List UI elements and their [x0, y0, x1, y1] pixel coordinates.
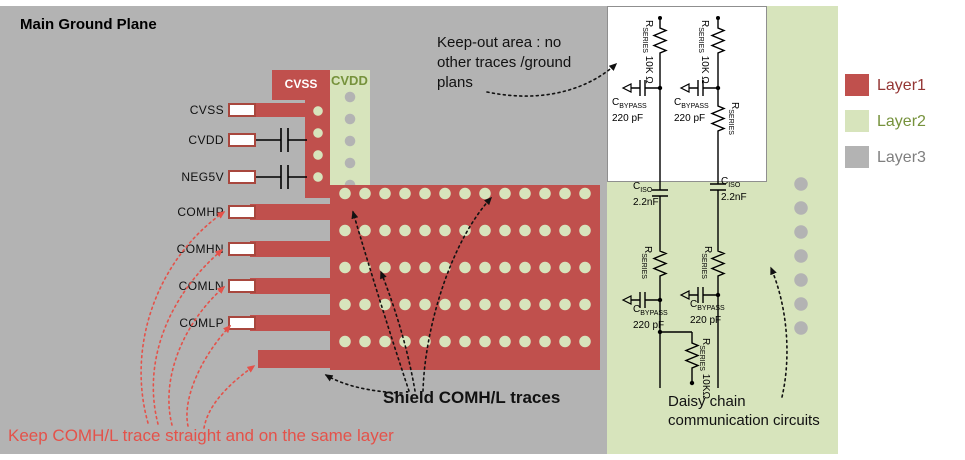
r-series-bottom-label: RSERIES 10KΩ — [698, 338, 711, 399]
r-series-10k-label: RSERIES 10K Ω — [697, 20, 710, 84]
series-capacitor-icon — [652, 183, 726, 197]
resistor-icon — [684, 340, 700, 372]
cap-arrow-icon — [679, 290, 690, 300]
r-series-label: RSERIES — [640, 246, 653, 279]
decoupling-capacitor-icons — [256, 128, 307, 189]
r-series-label: RSERIES — [700, 246, 713, 279]
layer2-region — [607, 182, 767, 454]
resistor-icon — [652, 25, 668, 57]
shield-via-row — [335, 259, 595, 276]
pin-label-comhn: COMHN — [176, 242, 224, 256]
keepout-arrow — [486, 62, 618, 97]
resistor-icon — [710, 103, 726, 135]
daisy-arrow — [770, 266, 788, 398]
capacitor-icon — [256, 165, 307, 189]
schematic-wires — [659, 18, 719, 388]
legend-swatch-layer3 — [845, 146, 869, 168]
keepout-line-2: other traces /ground — [437, 54, 572, 71]
c-bypass-label: CBYPASS 220 pF — [674, 97, 709, 124]
pad-cvdd — [228, 133, 256, 147]
shield-via-row — [335, 185, 595, 202]
comhp-trace-stub — [250, 204, 334, 220]
comlp-trace-stub — [250, 315, 334, 331]
comln-trace-stub — [250, 278, 334, 294]
pad-cvss — [228, 103, 256, 117]
resistor-icon — [710, 248, 726, 280]
keepout-line-1: Keep-out area : no — [437, 34, 562, 51]
pad-comlp — [228, 279, 256, 293]
shield-via-row — [335, 333, 595, 350]
keepout-line-3: plans — [437, 74, 473, 91]
c-iso-label: CISO 2.2nF — [633, 181, 659, 208]
pin-label-cvss: CVSS — [189, 103, 224, 117]
legend-label-layer3: Layer3 — [877, 149, 926, 166]
cvdd-region-label: CVDD — [331, 73, 368, 88]
pin-label-comln: COMLN — [178, 279, 224, 293]
legend-swatch-layer2 — [845, 110, 869, 132]
via-dots-cvdd-strip — [339, 86, 361, 196]
shield-via-row — [335, 296, 595, 313]
capacitor-icon — [256, 128, 307, 152]
pin-label-cvdd: CVDD — [188, 133, 224, 147]
pin-label-comhp: COMHP — [177, 205, 224, 219]
pad-comhn — [228, 242, 256, 256]
comhl-trace-block — [330, 185, 600, 370]
resistor-icon — [710, 25, 726, 57]
cap-arrow-icon — [621, 295, 632, 305]
diagram-title: Main Ground Plane — [20, 16, 157, 33]
daisy-line-1: Daisy chain — [668, 393, 746, 410]
pad-neg5v — [228, 170, 256, 184]
via-dots-cvss-strip — [307, 100, 329, 188]
pin-label-comlp: COMLP — [179, 316, 224, 330]
comhn-trace-stub — [250, 241, 334, 257]
resistor-icon — [652, 248, 668, 280]
legend-label-layer2: Layer2 — [877, 113, 926, 130]
daisy-line-2: communication circuits — [668, 412, 820, 429]
shield-via-row — [335, 222, 595, 239]
shield-arrows — [324, 196, 493, 394]
pad-comhp — [228, 205, 256, 219]
keepout-region — [607, 6, 767, 182]
cvss-block-label: CVSS — [284, 77, 318, 91]
via-dots-right-strip — [789, 172, 813, 340]
bypass-capacitor-icon — [631, 80, 718, 308]
r-series-label: RSERIES — [727, 102, 740, 135]
schematic-nodes — [657, 16, 721, 386]
keep-straight-annotation: Keep COMH/L trace straight and on the sa… — [8, 426, 394, 445]
daisy-annotation: Daisy chain communication circuits — [668, 392, 820, 430]
cap-arrow-icon — [621, 83, 632, 93]
shield-annotation: Shield COMH/L traces — [383, 388, 561, 407]
c-bypass-label: CBYPASS 220 pF — [612, 97, 647, 124]
pad-comln — [228, 316, 256, 330]
c-bypass-label: CBYPASS 220 pF — [633, 304, 668, 331]
c-iso-label: CISO 2.2nF — [721, 176, 747, 203]
r-series-10k-label: RSERIES 10K Ω — [641, 20, 654, 84]
c-bypass-label: CBYPASS 220 pF — [690, 299, 725, 326]
legend-swatch-layer1 — [845, 74, 869, 96]
keep-straight-arrows — [140, 211, 256, 429]
pin-label-neg5v: NEG5V — [181, 170, 224, 184]
daisy-chain-schematic — [621, 16, 726, 388]
cvss-trace — [250, 103, 310, 117]
bottom-trace-stub — [258, 350, 334, 368]
legend-label-layer1: Layer1 — [877, 77, 926, 94]
keepout-annotation: Keep-out area : no other traces /ground … — [437, 33, 597, 93]
cap-arrow-icon — [679, 83, 690, 93]
